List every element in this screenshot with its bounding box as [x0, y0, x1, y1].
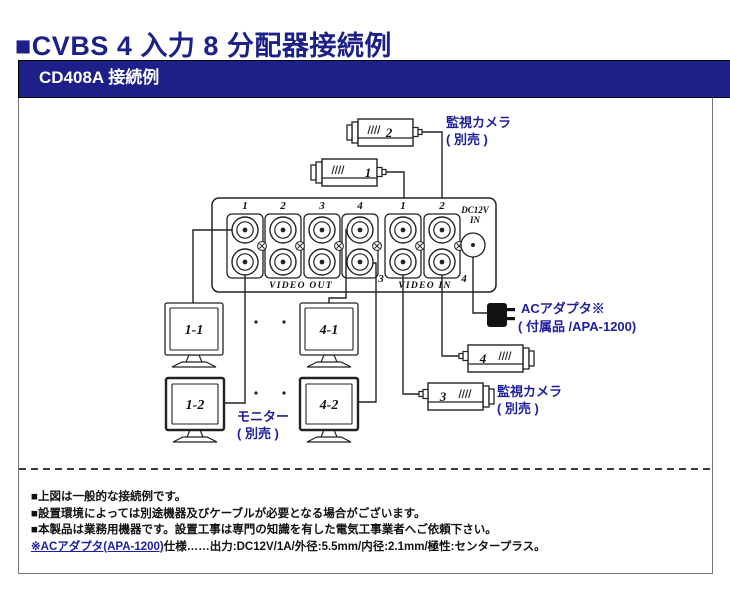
note-line-2: ■設置環境によっては別途機器及びケーブルが必要となる場合がございます。	[31, 507, 426, 520]
frame-header-title: CD408A 接続例	[39, 68, 160, 87]
note-line-3: ■本製品は業務用機器です。設置工事は専門の知識を有した電気工事業者へご依頼下さい…	[31, 524, 497, 536]
content-frame: CD408A 接続例 ■上図は一般的な接続例です。 ■設置環境によっては別途機器…	[18, 60, 730, 574]
note-line-1: ■上図は一般的な接続例です。	[31, 491, 187, 503]
notes-block: ■上図は一般的な接続例です。 ■設置環境によっては別途機器及びケーブルが必要とな…	[31, 489, 691, 555]
ac-adapter-spec-text: 仕様……出力:DC12V/1A/外径:5.5mm/内径:2.1mm/極性:センタ…	[163, 540, 546, 553]
frame-header: CD408A 接続例	[18, 60, 730, 98]
ac-adapter-spec-link[interactable]: ※ACアダプタ(APA-1200)	[31, 540, 164, 553]
note-line-4: ※ACアダプタ(APA-1200)仕様……出力:DC12V/1A/外径:5.5m…	[31, 539, 691, 556]
page-title: ■CVBS 4 入力 8 分配器接続例	[15, 31, 392, 61]
